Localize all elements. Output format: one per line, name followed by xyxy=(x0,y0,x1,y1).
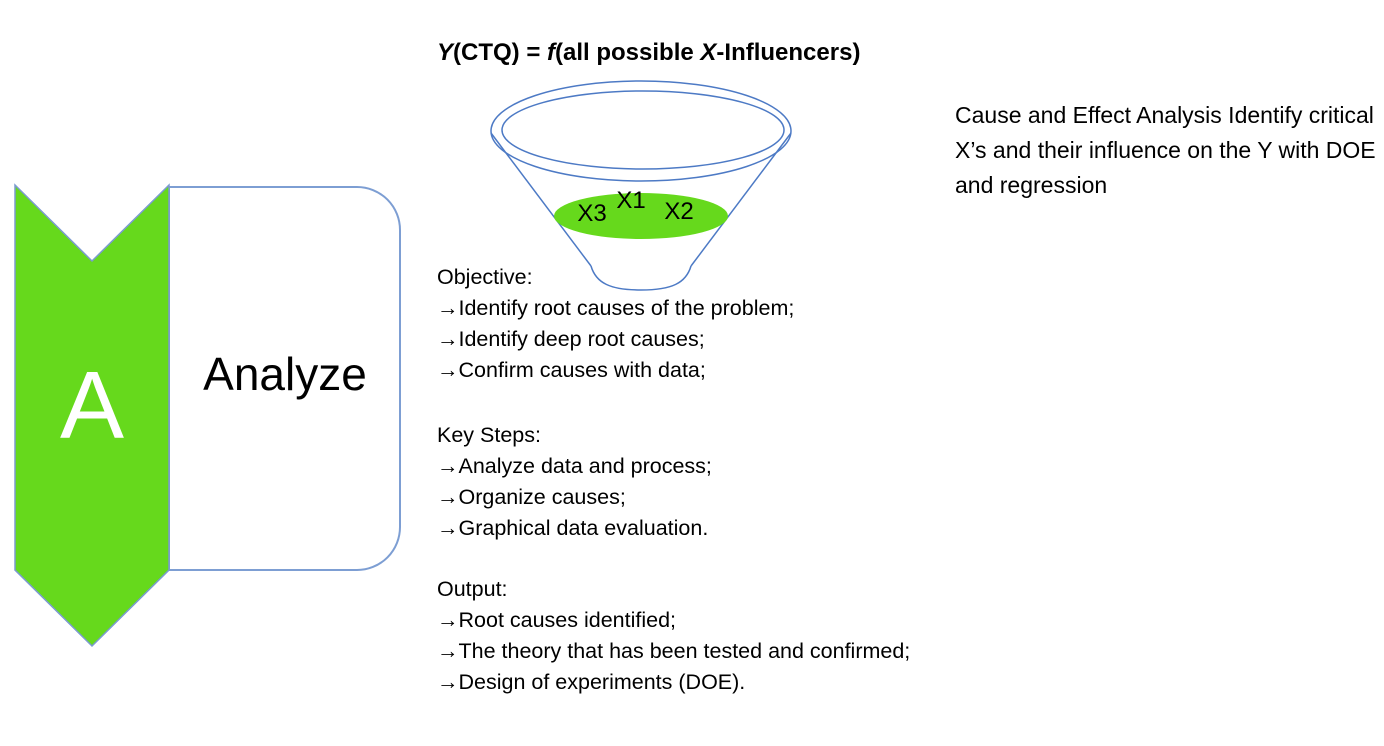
output-heading: Output: xyxy=(437,577,508,601)
formula-y: Y xyxy=(437,39,454,66)
analyze-rounded-rect xyxy=(168,186,401,571)
objective-section: Objective: →Identify root causes of the … xyxy=(437,262,794,386)
funnel-outer-rim xyxy=(490,80,792,182)
key-steps-item: →Organize causes; xyxy=(437,485,626,509)
key-steps-section: Key Steps: →Analyze data and process; →O… xyxy=(437,420,712,544)
output-item: →Design of experiments (DOE). xyxy=(437,670,746,694)
funnel-right-side xyxy=(690,132,792,267)
analyze-chevron-arrow xyxy=(14,183,170,648)
formula-x: X xyxy=(700,39,717,66)
formula-f: f xyxy=(547,39,556,66)
phase-letter: A xyxy=(59,352,125,459)
x3-label: X3 xyxy=(577,200,607,227)
x1-label: X1 xyxy=(616,187,646,214)
formula-ctq: (CTQ) = xyxy=(453,39,548,66)
key-steps-heading: Key Steps: xyxy=(437,423,541,447)
objective-item: →Confirm causes with data; xyxy=(437,358,706,382)
key-steps-item: →Graphical data evaluation. xyxy=(437,516,709,540)
funnel-bottom-arc xyxy=(590,265,692,291)
x2-label: X2 xyxy=(664,198,694,225)
critical-x-ellipse xyxy=(554,193,728,239)
funnel-left-side xyxy=(490,132,592,267)
funnel-inner-rim xyxy=(501,90,785,170)
formula-rest: -Influencers) xyxy=(716,39,861,66)
objective-item: →Identify deep root causes; xyxy=(437,327,705,351)
formula-open: (all possible xyxy=(555,39,701,66)
formula-title: Y(CTQ) = f(all possible X-Influencers) xyxy=(437,39,860,67)
cause-effect-note: Cause and Effect Analysis Identify criti… xyxy=(955,102,1376,198)
objective-item: →Identify root causes of the problem; xyxy=(437,296,795,320)
output-item: →Root causes identified; xyxy=(437,608,677,632)
output-item: →The theory that has been tested and con… xyxy=(437,639,911,663)
key-steps-item: →Analyze data and process; xyxy=(437,454,712,478)
objective-heading: Objective: xyxy=(437,265,533,289)
output-section: Output: →Root causes identified; →The th… xyxy=(437,574,910,698)
phase-name: Analyze xyxy=(203,348,367,400)
